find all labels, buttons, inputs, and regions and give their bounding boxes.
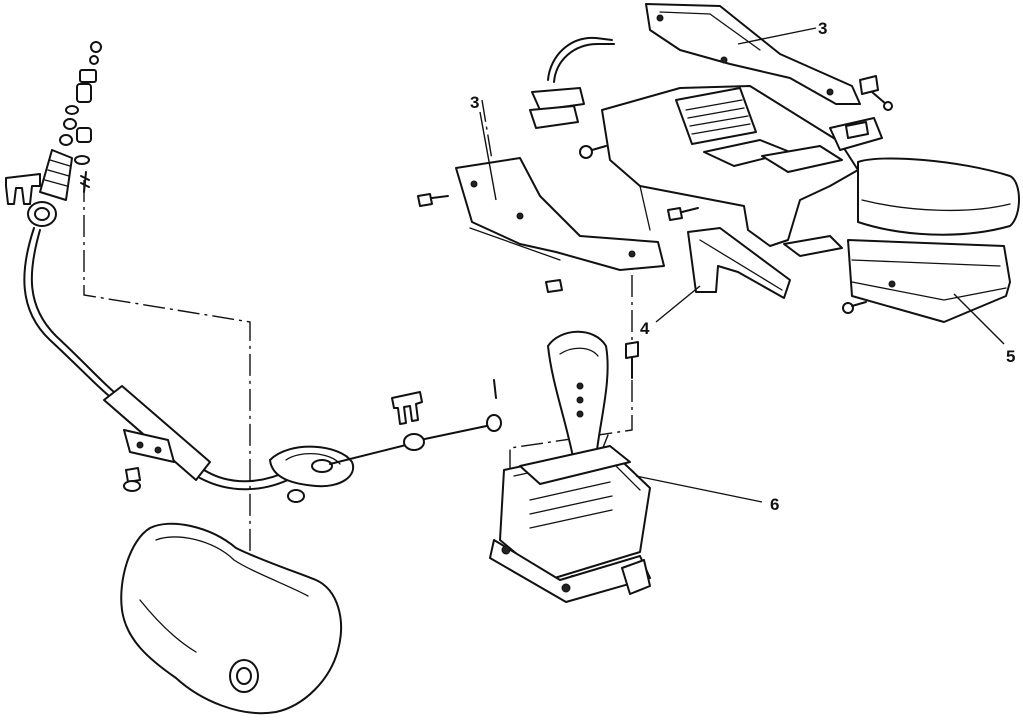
console-panel-side <box>417 157 665 293</box>
console-panel-upper <box>645 3 861 105</box>
console-bracket <box>667 207 843 257</box>
wire-harness <box>529 36 615 129</box>
retaining-clip-left <box>5 173 41 205</box>
callout-leaders <box>479 27 1005 503</box>
transaxle <box>120 522 342 715</box>
callout-label-6: 6 <box>770 495 779 514</box>
callout-label-4: 4 <box>640 319 650 338</box>
callout-label-3-upper: 3 <box>818 19 827 38</box>
armrest-console-box <box>842 157 1020 323</box>
trim-piece <box>687 227 791 299</box>
switch-part <box>829 75 893 151</box>
cable-end-hardware <box>39 41 102 201</box>
select-cable <box>23 201 502 503</box>
callout-label-5: 5 <box>1006 347 1015 366</box>
shift-lever-assembly <box>489 330 651 603</box>
center-console <box>579 85 859 247</box>
callout-label-3-side: 3 <box>470 93 479 112</box>
